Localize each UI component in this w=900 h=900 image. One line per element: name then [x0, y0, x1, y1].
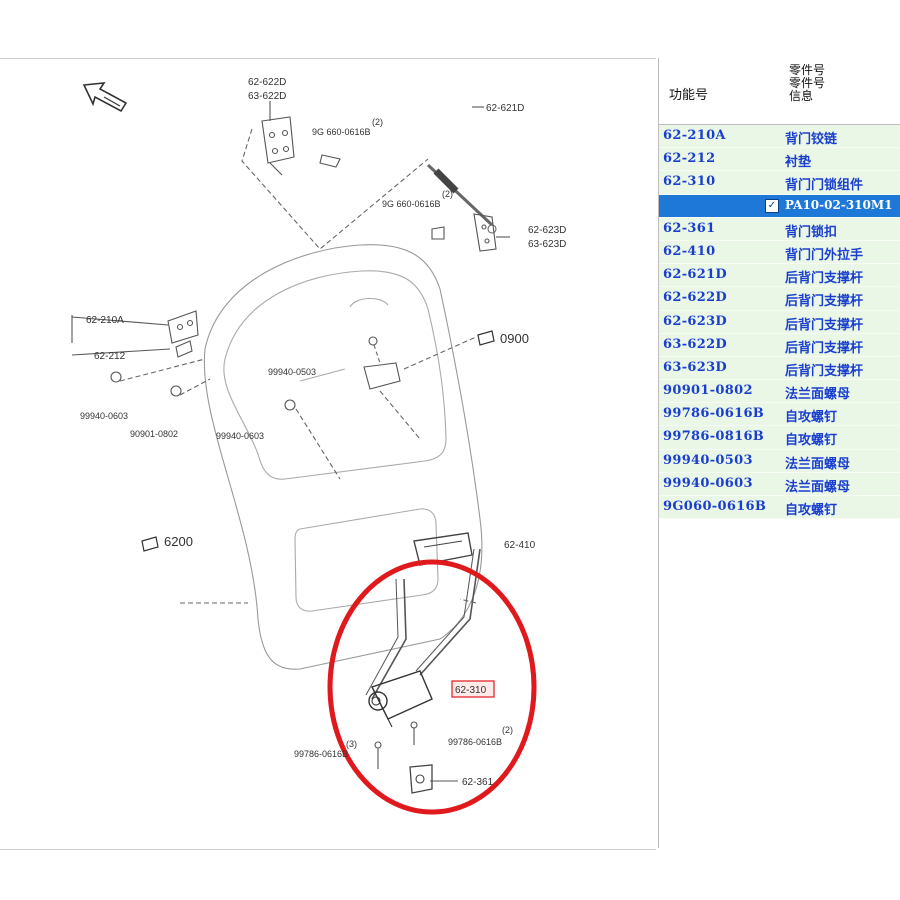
list-item[interactable]: 62-212 衬垫 [659, 148, 900, 172]
part-name: 自攻螺钉 [785, 503, 838, 518]
list-item[interactable]: 63-622D 后背门支撑杆 [659, 333, 900, 357]
part-name: 自攻螺钉 [785, 433, 838, 449]
list-item[interactable]: 90901-0802 法兰面螺母 [659, 380, 900, 404]
part-name: 背门铰链 [785, 132, 838, 147]
hinge-upper-icon [261, 116, 295, 176]
part-name: 背门门锁组件 [785, 178, 864, 194]
part-name: 背门门外拉手 [785, 247, 864, 263]
part-name: 后背门支撑杆 [785, 340, 864, 356]
part-name: 后背门支撑杆 [785, 294, 864, 310]
part-name: 法兰面螺母 [785, 387, 851, 403]
list-item[interactable]: 62-210A 背门铰链 [659, 125, 900, 149]
part-code: 63-623D [663, 359, 727, 375]
parts-panel: 功能号 零件号 零件号 信息 62-210A 背门铰链 62-212 衬垫 62… [658, 58, 900, 848]
part-code: 62-210A [663, 128, 726, 143]
striker-icon [409, 764, 433, 794]
list-item[interactable]: 99940-0503 法兰面螺母 [659, 449, 900, 473]
header-part-info: 零件号 零件号 信息 [789, 63, 826, 103]
camera-icon [141, 536, 159, 552]
list-item[interactable]: 99940-0603 法兰面螺母 [659, 472, 900, 496]
part-code: 9G060-0616B [663, 499, 767, 514]
list-item[interactable]: 62-410 背门门外拉手 [659, 240, 900, 265]
part-code: 62-310 [663, 174, 716, 190]
label-99940-0603-a: 99940-0603 [80, 411, 128, 421]
list-item[interactable]: 62-622D 后背门支撑杆 [659, 287, 900, 311]
list-item[interactable]: 99786-0616B 自攻螺钉 [659, 403, 900, 427]
label-6200: 6200 [164, 534, 193, 549]
part-code: 62-361 [663, 220, 716, 236]
part-code: 99940-0503 [663, 452, 753, 468]
list-item[interactable]: 63-623D 后背门支撑杆 [659, 356, 900, 381]
part-name: 后背门支撑杆 [785, 363, 864, 379]
label-bolt-left-qty: (3) [346, 739, 357, 749]
label-99940-0503: 99940-0503 [268, 367, 316, 377]
parts-table-header: 功能号 零件号 零件号 信息 [659, 58, 900, 125]
list-item[interactable]: 62-623D 后背门支撑杆 [659, 310, 900, 334]
list-item[interactable]: 62-310 背门门锁组件 [659, 171, 900, 195]
tailgate-exploded-diagram: 62-622D 63-622D 62-621D (2) 9G 660-0616B… [71, 77, 566, 815]
parts-list: 62-210A 背门铰链 62-212 衬垫 62-310 背门门锁组件 ✓ P… [659, 125, 900, 520]
part-code: 62-622D [663, 290, 727, 306]
list-item[interactable]: 99786-0816B 自攻螺钉 [659, 426, 900, 450]
label-0900: 0900 [500, 331, 529, 346]
outer-handle-icon [413, 532, 473, 566]
camera-icon [477, 330, 495, 346]
label-bolt-left: 99786-0616B [294, 749, 348, 759]
list-item[interactable]: 9G060-0616B 自攻螺钉 [659, 496, 900, 520]
label-62-410: 62-410 [504, 540, 536, 551]
list-item-selected[interactable]: ✓ PA10-02-310M1 [659, 194, 900, 218]
diagram-panel[interactable]: 62-622D 63-622D 62-621D (2) 9G 660-0616B… [0, 58, 656, 850]
label-62-310: 62-310 [455, 685, 487, 696]
label-63-622d: 63-622D [248, 91, 286, 102]
part-name: 后背门支撑杆 [785, 271, 864, 287]
header-function-code: 功能号 [669, 88, 709, 103]
part-code: 99786-0816B [663, 429, 765, 445]
label-62-622d: 62-622D [248, 77, 286, 88]
label-bolt-mid: 9G 660-0616B [382, 199, 441, 209]
callout-box-62-310 [451, 680, 495, 698]
tailgate-outline [203, 244, 483, 670]
part-code: 62-623D [663, 313, 727, 329]
part-name: 法兰面螺母 [785, 479, 851, 495]
part-name: 衬垫 [785, 155, 812, 171]
hinge-right-icon [473, 213, 497, 252]
label-bolt-mid-qty: (2) [442, 189, 453, 199]
label-63-623d: 63-623D [528, 239, 566, 250]
label-62-623d: 62-623D [528, 225, 566, 236]
release-handle-icon [363, 336, 401, 390]
part-code: 90901-0802 [663, 383, 753, 399]
part-name: 后背门支撑杆 [785, 317, 864, 333]
label-bolt-bottom-qty: (2) [502, 725, 513, 735]
part-code: 62-212 [663, 151, 716, 167]
label-62-361: 62-361 [462, 777, 494, 788]
label-bolt-top: 9G 660-0616B [312, 127, 371, 137]
part-code: 62-410 [663, 243, 716, 259]
front-arrow-icon [82, 82, 128, 113]
checkbox-checked-icon[interactable]: ✓ [765, 198, 779, 213]
part-number: PA10-02-310M1 [785, 197, 893, 212]
highlight-circle [327, 559, 537, 815]
part-code: 99940-0603 [663, 475, 753, 491]
list-item[interactable]: 62-621D 后背门支撑杆 [659, 264, 900, 288]
label-62-621d: 62-621D [486, 103, 524, 114]
part-name: 自攻螺钉 [785, 410, 838, 426]
label-bolt-top-qty: (2) [372, 117, 383, 127]
part-code: 63-622D [663, 336, 727, 352]
hinge-left-icon [167, 310, 199, 358]
label-62-210a: 62-210A [86, 315, 124, 326]
label-99940-0603-b: 99940-0603 [216, 431, 264, 441]
label-90901-0802: 90901-0802 [130, 429, 178, 439]
part-code: 99786-0616B [663, 406, 765, 422]
list-item[interactable]: 62-361 背门锁扣 [659, 217, 900, 241]
label-62-212: 62-212 [94, 351, 126, 362]
lock-assembly-icon [368, 670, 433, 728]
label-bolt-bottom: 99786-0616B [448, 737, 502, 747]
part-name: 法兰面螺母 [785, 456, 851, 472]
part-code: 62-621D [663, 267, 727, 283]
part-name: 背门锁扣 [785, 224, 838, 240]
